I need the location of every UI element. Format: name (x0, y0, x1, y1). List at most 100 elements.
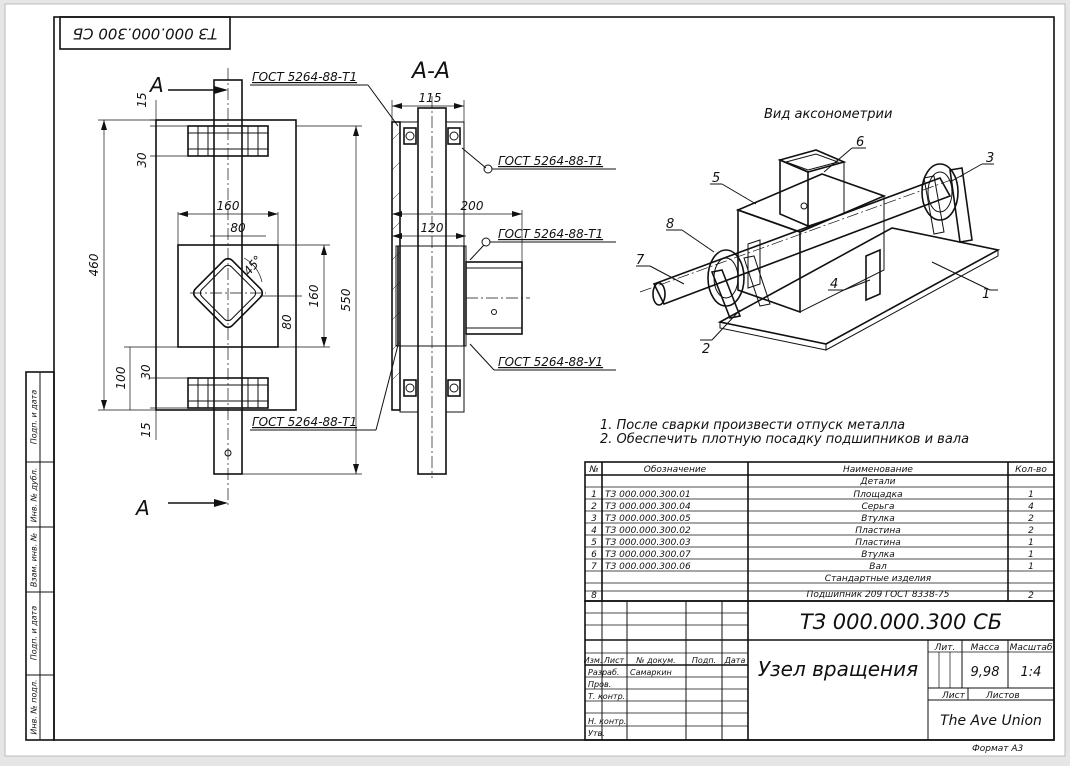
spec-row-qty: 1 (1028, 562, 1034, 572)
tb-document-code: ТЗ 000.000.300 СБ (800, 610, 1002, 634)
tb-developer-name: Самаркин (630, 668, 672, 677)
weld-leaders-left: ГОСТ 5264-88-Т1 ГОСТ 5264-88-Т1 (250, 70, 399, 431)
weld-callout-right-middle: ГОСТ 5264-88-Т1 (498, 227, 603, 241)
tb-format-label: Формат А3 (972, 744, 1024, 754)
tb-sheet-label: Лист (941, 691, 966, 701)
dim-160-vertical: 160 (307, 284, 321, 307)
callout-3: 3 (986, 151, 994, 166)
spec-row-designation: ТЗ 000.000.300.06 (605, 562, 691, 572)
spec-row-name: Вал (869, 562, 887, 572)
dim-120: 120 (421, 221, 444, 235)
spec-row-name: Площадка (853, 490, 902, 500)
tb-role-tcontrol: Т. контр. (588, 692, 625, 701)
spec-row-qty: 1 (1028, 550, 1034, 560)
weld-leaders-right: ГОСТ 5264-88-Т1 ГОСТ 5264-88-Т1 ГОСТ 526… (461, 147, 616, 371)
dim-15-bottom: 15 (139, 422, 153, 437)
spec-row-num: 8 (591, 591, 597, 601)
weld-callout-right-upper: ГОСТ 5264-88-Т1 (498, 154, 603, 168)
spec-header-name: Наименование (843, 465, 913, 475)
spec-row-num: 6 (591, 550, 597, 560)
dim-100: 100 (114, 366, 128, 389)
title-block: Изм. Лист № докум. Подп. Дата Разраб. Са… (584, 600, 1055, 754)
tb-role-developer: Разраб. (588, 668, 619, 677)
spec-row-num: 4 (591, 526, 597, 536)
side-strip-label: Инв. № дубл. (30, 468, 39, 523)
spec-row-num: 2 (591, 502, 597, 512)
dim-200: 200 (461, 199, 484, 213)
paper (4, 3, 1066, 757)
dim-80-horizontal: 80 (230, 221, 246, 235)
weld-callout-right-lower: ГОСТ 5264-88-У1 (498, 355, 603, 369)
callout-5: 5 (712, 171, 720, 186)
tb-role-checked: Пров. (588, 680, 611, 689)
front-view-dimensions: 15 30 460 160 80 45° 160 80 (87, 92, 362, 475)
spec-row-qty: 1 (1028, 490, 1034, 500)
tb-col-list: Лист (603, 656, 625, 665)
tb-col-doc: № докум. (635, 656, 675, 665)
spec-row-designation: ТЗ 000.000.300.07 (605, 550, 691, 560)
dim-115: 115 (419, 91, 442, 105)
weld-callout-left-lower: ГОСТ 5264-88-Т1 (252, 415, 357, 429)
spec-row-name: Серьга (861, 502, 894, 512)
axonometric-title: Вид аксонометрии (764, 107, 892, 122)
tb-mass-label: Масса (971, 643, 1000, 653)
spec-row-name: Пластина (855, 538, 900, 548)
spec-row-name: Втулка (861, 550, 894, 560)
dim-30-top: 30 (135, 152, 149, 168)
spec-row-num: 1 (591, 490, 597, 500)
note-1: 1. После сварки произвести отпуск металл… (600, 418, 905, 433)
spec-table: № Обозначение Наименование Кол-во Детали… (584, 461, 1055, 602)
corner-stamp-text: ТЗ 000.000.300 СБ (73, 25, 218, 43)
spec-row-name: Подшипник 209 ГОСТ 8338-75 (807, 590, 950, 600)
spec-header-qty: Кол-во (1015, 465, 1047, 475)
dim-15-top: 15 (135, 92, 149, 107)
tb-role-approved: Утв. (588, 729, 605, 738)
tb-product-name: Узел вращения (758, 657, 918, 681)
tb-lit-label: Лит. (934, 643, 956, 653)
callout-1: 1 (982, 287, 990, 302)
dim-30-bottom: 30 (139, 364, 153, 380)
side-strip-label: Взам. инв. № (30, 533, 39, 587)
side-strip-label: Инв. № подл. (30, 679, 39, 734)
spec-row-num: 3 (591, 514, 597, 524)
spec-row-designation: ТЗ 000.000.300.01 (605, 490, 691, 500)
weld-callout-top: ГОСТ 5264-88-Т1 (252, 70, 357, 84)
spec-row-designation: ТЗ 000.000.300.05 (605, 514, 691, 524)
section-view: А-А (391, 59, 530, 478)
spec-row-qty: 4 (1028, 502, 1034, 512)
spec-header-designation: Обозначение (644, 465, 707, 475)
tb-col-izm: Изм. (584, 656, 603, 665)
spec-row-designation: ТЗ 000.000.300.04 (605, 502, 691, 512)
spec-row-qty: 2 (1028, 526, 1034, 536)
cut-mark-bottom: А (134, 496, 150, 520)
spec-row-qty: 1 (1028, 538, 1034, 548)
side-strip: Подп. и дата Инв. № дубл. Взам. инв. № П… (25, 371, 55, 741)
dim-460: 460 (87, 253, 101, 276)
tb-sheets-label: Листов (985, 691, 1020, 701)
spec-row-name: Пластина (855, 526, 900, 536)
dim-80-vertical: 80 (280, 314, 294, 330)
spec-row-designation: ТЗ 000.000.300.03 (605, 538, 691, 548)
spec-row-num: 5 (591, 538, 597, 548)
cut-mark-top: А (148, 73, 164, 97)
tb-role-ncontrol: Н. контр. (588, 717, 626, 726)
spec-row-qty: 2 (1028, 591, 1034, 601)
tb-scale-value: 1:4 (1021, 665, 1042, 680)
callout-8: 8 (666, 217, 674, 232)
tb-organization: The Ave Union (940, 713, 1042, 729)
callout-2: 2 (702, 342, 710, 357)
tb-col-date: Дата (724, 656, 746, 665)
side-strip-label: Подп. и дата (30, 390, 39, 445)
side-strip-label: Подп. и дата (30, 606, 39, 661)
callout-6: 6 (856, 135, 864, 150)
tb-scale-label: Масштаб (1010, 643, 1053, 653)
spec-header-num: № (588, 465, 598, 475)
section-label: А-А (410, 59, 450, 84)
corner-stamp: ТЗ 000.000.300 СБ (59, 16, 231, 50)
dim-550: 550 (339, 288, 353, 311)
spec-row-name: Втулка (861, 514, 894, 524)
spec-row-designation: ТЗ 000.000.300.02 (605, 526, 691, 536)
spec-section-standard: Стандартные изделия (825, 574, 932, 584)
front-view (155, 68, 297, 505)
